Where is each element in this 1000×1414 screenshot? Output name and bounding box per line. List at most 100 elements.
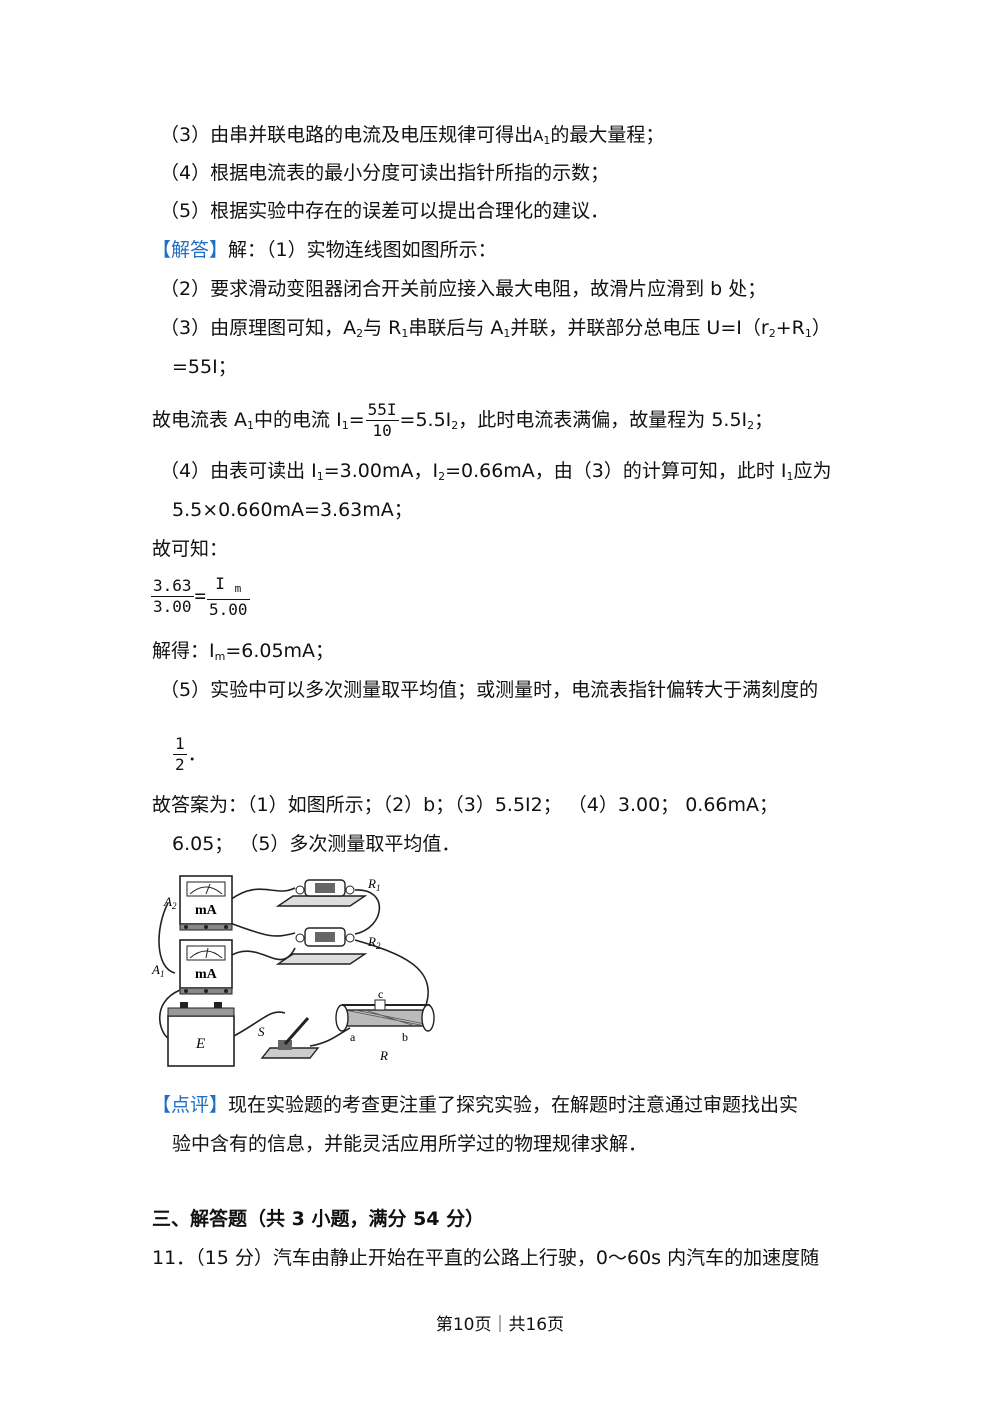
answer-line-6-d: 应为 — [793, 460, 832, 482]
answer-line-3-a: （3）由原理图可知，A — [160, 317, 357, 339]
rheostat-point-a: a — [350, 1030, 356, 1044]
comment-line-1: 【点评】现在实验题的考查更注重了探究实验，在解题时注意通过审题找出实 — [152, 1092, 798, 1118]
answer-line-9-sub: m — [214, 650, 226, 663]
wire-switch-rheostat — [309, 1027, 351, 1047]
answer-line-11: 故答案为：（1）如图所示；（2）b；（3）5.5I2； （4）3.00； 0.6… — [152, 794, 779, 816]
answer-line-4: =55I； — [172, 356, 237, 378]
fraction-numerator: 55I — [365, 400, 399, 421]
fraction-numerator: 1 — [173, 734, 187, 755]
fraction-denominator: 5.00 — [208, 599, 248, 619]
rheostat-label: R — [379, 1048, 388, 1063]
answer-line-6-sub1: 1 — [316, 470, 324, 483]
answer-line-5-sub4: 2 — [747, 419, 755, 432]
answer-line-3-sub5: 1 — [804, 327, 812, 340]
answer-line-6: （4）由表可读出 I1=3.00mA，I2=0.66mA，由（3）的计算可知，此… — [160, 458, 832, 490]
answer-line-2: （2）要求滑动变阻器闭合开关前应接入最大电阻，故滑片应滑到 b 处； — [160, 278, 767, 300]
comment-line-1-text: 现在实验题的考查更注重了探究实验，在解题时注意通过审题找出实 — [228, 1094, 799, 1116]
rheostat: c a b R — [335, 987, 435, 1063]
fraction-denominator: 3.00 — [153, 597, 192, 616]
fraction-denominator: 10 — [372, 421, 392, 440]
answer-line-5-a: 故电流表 A — [152, 409, 248, 431]
circuit-diagram: mA A2 mA A1 R1 — [151, 875, 435, 1067]
wire-a2-r2 — [229, 922, 296, 937]
analysis-step-3-a: A — [533, 127, 544, 145]
ammeter-a1-unit: mA — [195, 967, 218, 982]
answer-line-3-sub2: 1 — [401, 327, 409, 340]
answer-line-5-sub2: 1 — [341, 419, 349, 432]
page-footer: 第10页｜共16页 — [435, 1315, 565, 1335]
answer-line-8: 故可知： — [152, 538, 229, 560]
wire-a1-battery — [159, 989, 181, 1039]
answer-line-3-sub4: 2 — [768, 327, 776, 340]
answer-line-5-c: = — [348, 409, 365, 431]
answer-line-6-b: =3.00mA，I — [323, 460, 439, 482]
answer-line-3-e: +R — [775, 317, 805, 339]
analysis-step-3-end: 的最大量程； — [550, 124, 665, 146]
answer-line-6-sub2: 2 — [438, 470, 446, 483]
answer-line-3-f: ） — [811, 317, 831, 339]
fraction-denominator: 2 — [175, 755, 185, 774]
wire-a2-r1 — [229, 887, 296, 901]
resistor-r1 — [275, 879, 368, 907]
answer-line-5-sub3: 2 — [451, 419, 459, 432]
answer-line-1: 【解答】解：（1）实物连线图如图所示： — [152, 237, 497, 263]
ammeter-a1: mA — [179, 939, 233, 995]
im-sub: m — [234, 581, 242, 595]
answer-line-12: 6.05； （5）多次测量取平均值． — [172, 833, 461, 855]
answer-line-5-f: ； — [754, 409, 774, 431]
answer-line-5-d: =5.5I — [399, 409, 452, 431]
rheostat-point-c: c — [378, 987, 383, 1001]
fraction-numerator: I m — [206, 573, 250, 600]
answer-line-6-c: =0.66mA，由（3）的计算可知，此时 I — [445, 460, 787, 482]
ammeter-a2-unit: mA — [195, 903, 218, 918]
a1-label: A1 — [151, 962, 164, 979]
answer-line-1-text: 解：（1）实物连线图如图所示： — [228, 239, 497, 261]
equals-sign: = — [194, 585, 206, 607]
answer-line-5-e: ，此时电流表满偏，故量程为 5.5I — [458, 409, 748, 431]
analysis-step-3-a-sub: 1 — [543, 134, 551, 147]
answer-line-9-b: =6.05mA； — [225, 640, 335, 662]
answer-line-5-b: 中的电流 I — [254, 409, 342, 431]
switch: S — [258, 1017, 320, 1059]
r2-label: R2 — [367, 934, 381, 951]
answer-line-3-sub1: 2 — [356, 327, 364, 340]
battery-label: E — [195, 1036, 205, 1052]
a2-label: A2 — [163, 894, 177, 911]
resistor-r2 — [275, 927, 368, 965]
question-11: 11．（15 分）汽车由静止开始在平直的公路上行驶，0～60s 内汽车的加速度随 — [152, 1247, 820, 1269]
answer-line-7: 5.5×0.660mA=3.63mA； — [172, 499, 413, 521]
answer-line-9-a: 解得：I — [152, 640, 215, 662]
comment-line-2: 验中含有的信息，并能灵活应用所学过的物理规律求解． — [172, 1133, 648, 1155]
wire-r1-r2 — [354, 889, 381, 935]
im-letter: I — [215, 573, 225, 593]
answer-line-10: （5）实验中可以多次测量取平均值；或测量时，电流表指针偏转大于满刻度的 — [160, 679, 819, 701]
answer-line-6-sub3: 1 — [786, 470, 794, 483]
answer-line-3-c: 串联后与 A — [408, 317, 504, 339]
analysis-step-4: （4）根据电流表的最小分度可读出指针所指的示数； — [160, 162, 610, 184]
r1-label: R1 — [367, 876, 380, 893]
answer-line-3-b: 与 R — [363, 317, 402, 339]
comment-tag: 【点评】 — [152, 1094, 229, 1116]
rheostat-point-b: b — [402, 1030, 408, 1044]
answer-tag: 【解答】 — [152, 239, 229, 261]
wire-r2-rheostat — [354, 939, 429, 1009]
ammeter-a2: mA — [179, 875, 233, 931]
analysis-step-5: （5）根据实验中存在的误差可以提出合理化的建议． — [160, 200, 610, 222]
answer-line-3-sub3: 1 — [503, 327, 511, 340]
answer-line-3: （3）由原理图可知，A2与 R1串联后与 A1并联，并联部分总电压 U=I（r2… — [160, 315, 831, 347]
switch-label: S — [258, 1024, 265, 1039]
battery: E — [167, 1002, 235, 1067]
circuit-wires — [158, 887, 429, 1047]
wire-a1-r2 — [229, 947, 296, 961]
answer-line-9: 解得：Im=6.05mA； — [152, 638, 334, 670]
wire-battery-switch — [229, 1011, 286, 1039]
analysis-step-3-text: （3）由串并联电路的电流及电压规律可得出 — [160, 124, 534, 146]
analysis-step-3: （3）由串并联电路的电流及电压规律可得出A1的最大量程； — [160, 122, 664, 154]
period: ． — [187, 743, 207, 765]
